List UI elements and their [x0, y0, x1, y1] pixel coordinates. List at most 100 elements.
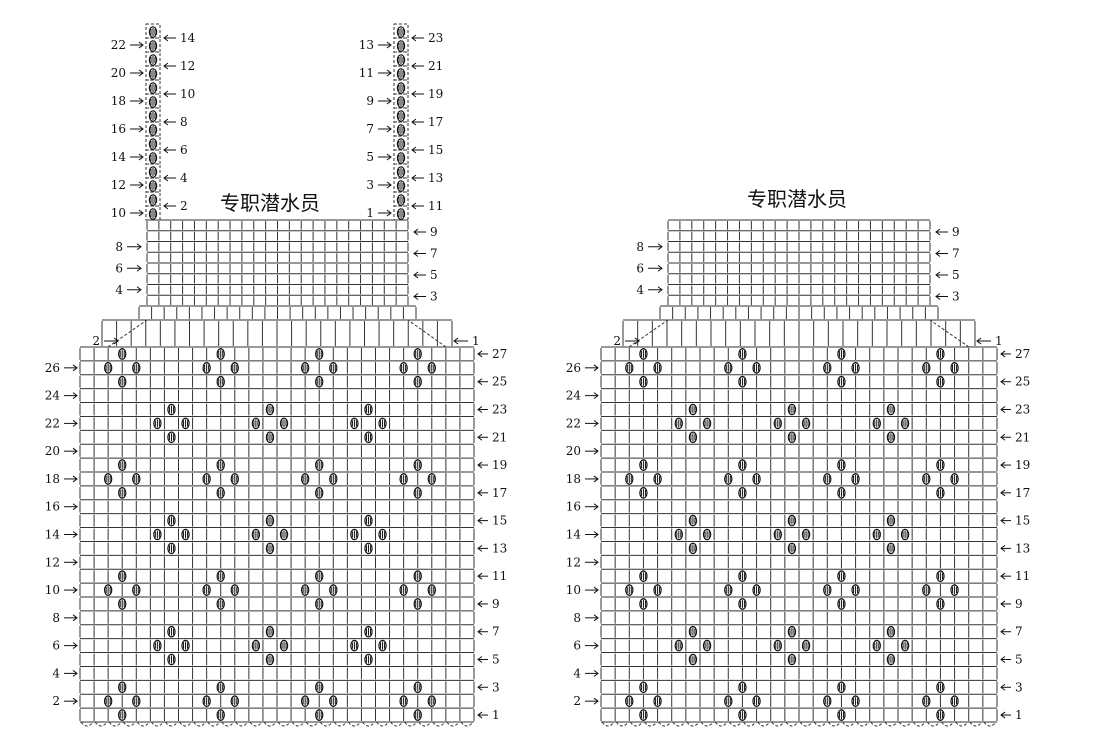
arrow-icon — [1000, 711, 1011, 719]
arrow-icon — [411, 118, 424, 126]
row-label: 1 — [995, 334, 1003, 348]
row-label: 23 — [492, 403, 507, 417]
row-label: 9 — [430, 225, 438, 239]
bobble-stitch-icon — [823, 695, 832, 707]
bobble-stitch-icon — [364, 431, 373, 444]
arrow-icon — [378, 69, 392, 77]
bobble-stitch-icon — [653, 584, 662, 596]
bobble-stitch-icon — [738, 459, 747, 471]
bobble-stitch-icon — [300, 584, 310, 596]
row-label: 23 — [428, 31, 443, 45]
bobble-stitch-icon — [167, 542, 176, 555]
arrow-icon — [64, 614, 78, 622]
bobble-stitch-icon — [801, 417, 811, 430]
bobble-stitch-icon — [396, 26, 406, 38]
row-label: 1 — [1015, 708, 1023, 722]
bobble-stitch-icon — [413, 681, 422, 694]
row-label: 18 — [111, 94, 126, 108]
arrow-icon — [163, 62, 176, 70]
bobble-stitch-icon — [674, 639, 683, 652]
arrow-icon — [411, 34, 424, 42]
stitch-grid — [79, 346, 475, 723]
arrow-icon — [378, 181, 392, 189]
bobble-stitch-icon — [900, 639, 910, 652]
row-label: 10 — [180, 87, 195, 101]
bobble-stitch-icon — [936, 348, 945, 360]
arrow-icon — [585, 447, 599, 455]
row-label: 3 — [1015, 680, 1023, 694]
row-label: 11 — [1015, 569, 1030, 583]
row-label: 6 — [180, 143, 188, 157]
arrow-icon — [477, 350, 488, 358]
arrow-icon — [130, 125, 144, 133]
arrow-icon — [1000, 628, 1011, 636]
bobble-stitch-icon — [886, 403, 896, 416]
arrow-icon — [163, 202, 176, 210]
arrow-icon — [1000, 517, 1011, 525]
arrow-icon — [64, 586, 78, 594]
bobble-stitch-icon — [851, 695, 860, 707]
bobble-stitch-icon — [216, 459, 225, 471]
bobble-stitch-icon — [787, 653, 797, 666]
bobble-stitch-icon — [251, 639, 261, 652]
bobble-stitch-icon — [396, 152, 406, 164]
arrow-icon — [378, 41, 392, 49]
bobble-stitch-icon — [724, 362, 733, 374]
bobble-stitch-icon — [787, 625, 797, 638]
bobble-stitch-icon — [216, 681, 225, 694]
bobble-stitch-icon — [167, 653, 176, 666]
arrow-icon — [64, 447, 78, 455]
bobble-stitch-icon — [922, 362, 931, 374]
bobble-stitch-icon — [202, 473, 211, 485]
arrow-icon — [1000, 461, 1011, 469]
row-label: 11 — [492, 569, 507, 583]
arrow-icon — [976, 337, 991, 345]
row-label: 5 — [1015, 653, 1023, 667]
bobble-stitch-icon — [279, 639, 289, 652]
row-label: 20 — [45, 444, 60, 458]
row-label: 13 — [1015, 541, 1030, 555]
arrow-icon — [378, 97, 392, 105]
row-label: 9 — [1015, 597, 1023, 611]
bobble-stitch-icon — [837, 459, 846, 471]
arrow-icon — [585, 697, 599, 705]
bobble-stitch-icon — [752, 473, 761, 485]
bobble-stitch-icon — [823, 473, 832, 485]
bobble-stitch-icon — [378, 417, 387, 430]
bobble-stitch-icon — [787, 514, 797, 527]
arrow-icon — [1000, 572, 1011, 580]
row-label: 26 — [45, 361, 60, 375]
row-label: 25 — [492, 375, 507, 389]
row-label: 7 — [430, 247, 438, 261]
bobble-stitch-icon — [329, 695, 338, 707]
arrow-icon — [477, 544, 488, 552]
bobble-stitch-icon — [300, 362, 310, 374]
bobble-stitch-icon — [148, 68, 158, 80]
arrow-icon — [413, 271, 426, 279]
row-label: 3 — [430, 290, 438, 304]
bobble-stitch-icon — [702, 639, 712, 652]
bobble-stitch-icon — [153, 417, 162, 430]
arrow-icon — [585, 475, 599, 483]
arrow-icon — [64, 531, 78, 538]
arrow-icon — [411, 62, 424, 70]
arrow-icon — [130, 69, 144, 77]
bobble-stitch-icon — [936, 570, 945, 582]
shoulder-right — [929, 319, 970, 348]
bobble-stitch-icon — [823, 362, 832, 374]
bobble-stitch-icon — [230, 584, 239, 596]
chart-right: 专职潜水员 1357911131517192123252724681012141… — [566, 187, 1030, 727]
bobble-stitch-icon — [396, 138, 406, 150]
bobble-stitch-icon — [148, 110, 158, 122]
bobble-stitch-icon — [688, 514, 698, 527]
bobble-stitch-icon — [625, 473, 634, 485]
bobble-stitch-icon — [396, 54, 406, 66]
bobble-stitch-icon — [823, 584, 832, 596]
bobble-stitch-icon — [132, 584, 141, 596]
bobble-stitch-icon — [837, 348, 846, 360]
shoulder-right — [407, 319, 447, 348]
bobble-stitch-icon — [364, 403, 373, 416]
bobble-stitch-icon — [399, 584, 408, 596]
bobble-stitch-icon — [396, 40, 406, 52]
